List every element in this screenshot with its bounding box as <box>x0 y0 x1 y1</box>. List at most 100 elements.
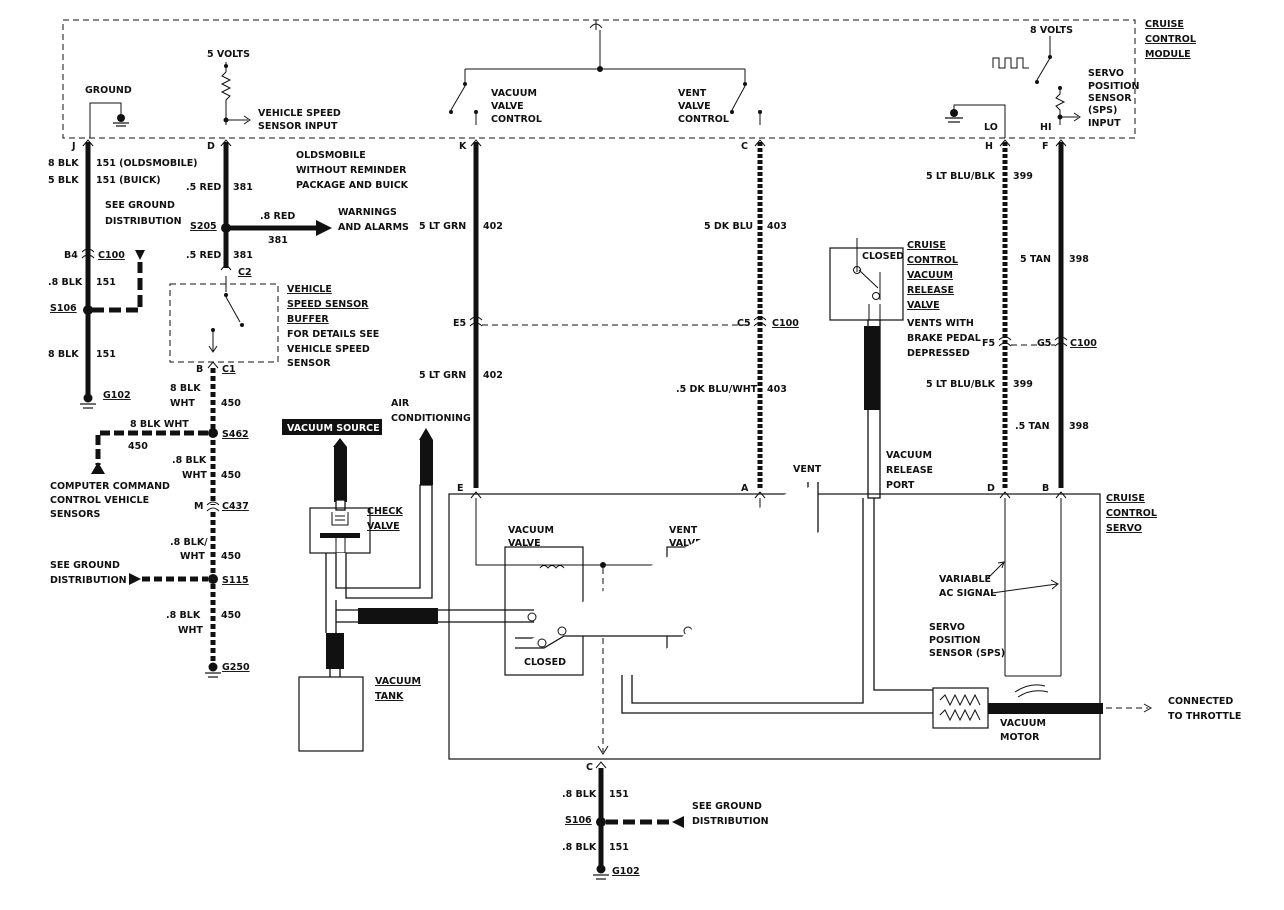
svg-text:SEE GROUND: SEE GROUND <box>105 200 175 211</box>
svg-text:C100: C100 <box>772 318 799 329</box>
svg-text:SEE GROUND: SEE GROUND <box>692 801 762 812</box>
svg-text:450: 450 <box>221 551 241 562</box>
circuit-403-dk-blu: 5 DK BLU 403 C5 C100 .5 DK BLU/WHT 403 A <box>676 139 799 494</box>
svg-text:AC SIGNAL: AC SIGNAL <box>939 588 996 599</box>
svg-text:S115: S115 <box>222 575 249 586</box>
svg-text:151 (BUICK): 151 (BUICK) <box>96 175 161 186</box>
svg-text:8 BLK: 8 BLK <box>48 349 79 360</box>
svg-text:.8 BLK: .8 BLK <box>562 842 597 853</box>
svg-text:5 LT BLU/BLK: 5 LT BLU/BLK <box>926 379 996 390</box>
svg-text:399: 399 <box>1013 171 1033 182</box>
circuit-151-servo-ground: C .8 BLK 151 S106 SEE GROUND DISTRIBUTIO… <box>562 761 769 880</box>
svg-text:DISTRIBUTION: DISTRIBUTION <box>105 216 182 227</box>
svg-text:B: B <box>196 364 203 375</box>
module-ground: GROUND <box>85 85 132 138</box>
svg-text:WITHOUT REMINDER: WITHOUT REMINDER <box>296 165 407 176</box>
svg-text:C5: C5 <box>737 318 751 329</box>
svg-text:398: 398 <box>1069 254 1089 265</box>
svg-text:E: E <box>457 483 464 494</box>
svg-text:WHT: WHT <box>180 551 205 562</box>
svg-text:.8 BLK/: .8 BLK/ <box>170 537 208 548</box>
svg-text:5 DK BLU: 5 DK BLU <box>704 221 753 232</box>
sps-input-circuit: 8 VOLTS SERVO POSITION SENSOR (SPS) INPU… <box>945 25 1140 138</box>
svg-text:VACUUM: VACUUM <box>375 676 421 687</box>
svg-text:151: 151 <box>609 842 629 853</box>
svg-text:C: C <box>741 141 748 152</box>
svg-text:VENT: VENT <box>678 88 707 99</box>
svg-text:RELEASE: RELEASE <box>886 465 933 476</box>
svg-text:450: 450 <box>128 441 148 452</box>
vacuum-valve-control-switch: VACUUM VALVE CONTROL <box>449 69 542 125</box>
cruise-control-servo: CRUISE CONTROL SERVO VACUUM VALVE CLOSED… <box>448 464 1241 760</box>
svg-text:VARIABLE: VARIABLE <box>939 574 991 585</box>
svg-text:CONTROL: CONTROL <box>1145 34 1196 45</box>
svg-text:VALVE: VALVE <box>669 538 702 549</box>
svg-text:SENSORS: SENSORS <box>50 509 101 520</box>
svg-text:DISTRIBUTION: DISTRIBUTION <box>692 816 769 827</box>
svg-text:SERVO: SERVO <box>1106 523 1142 534</box>
svg-text:MOTOR: MOTOR <box>1000 732 1040 743</box>
svg-text:PACKAGE AND BUICK: PACKAGE AND BUICK <box>296 180 409 191</box>
svg-text:CLOSED: CLOSED <box>862 251 904 262</box>
svg-text:G102: G102 <box>612 866 640 877</box>
svg-text:5 BLK: 5 BLK <box>48 175 79 186</box>
svg-text:5 LT BLU/BLK: 5 LT BLU/BLK <box>926 171 996 182</box>
svg-text:VACUUM: VACUUM <box>508 525 554 536</box>
svg-text:CONTROL: CONTROL <box>907 255 958 266</box>
svg-text:S106: S106 <box>565 815 592 826</box>
svg-text:COMPUTER COMMAND: COMPUTER COMMAND <box>50 481 170 492</box>
svg-text:DEPRESSED: DEPRESSED <box>907 348 970 359</box>
module-title: CRUISE <box>1145 19 1184 30</box>
svg-text:RELEASE: RELEASE <box>907 285 954 296</box>
svg-text:VACUUM SOURCE: VACUUM SOURCE <box>287 423 380 434</box>
svg-text:.8 BLK: .8 BLK <box>166 610 201 621</box>
svg-text:399: 399 <box>1013 379 1033 390</box>
svg-text:8 BLK: 8 BLK <box>170 383 201 394</box>
circuit-399-lt-blu-blk: 5 LT BLU/BLK 399 F5 5 LT BLU/BLK 399 D <box>926 139 1055 494</box>
svg-text:POSITION: POSITION <box>1088 81 1140 92</box>
svg-text:A: A <box>741 483 749 494</box>
svg-text:5 VOLTS: 5 VOLTS <box>207 49 250 60</box>
svg-text:C: C <box>586 762 593 773</box>
svg-text:VALVE: VALVE <box>678 101 711 112</box>
svg-text:SENSOR: SENSOR <box>1088 93 1132 104</box>
svg-text:WHT: WHT <box>178 625 203 636</box>
svg-text:F: F <box>1042 141 1049 152</box>
svg-text:8 BLK WHT: 8 BLK WHT <box>130 419 189 430</box>
circuit-381-vss: OLDSMOBILE WITHOUT REMINDER PACKAGE AND … <box>50 139 409 678</box>
svg-text:GROUND: GROUND <box>85 85 132 96</box>
svg-text:.5 DK BLU/WHT: .5 DK BLU/WHT <box>676 384 758 395</box>
svg-text:SENSOR: SENSOR <box>287 358 331 369</box>
svg-text:LO: LO <box>984 122 998 133</box>
svg-text:VEHICLE: VEHICLE <box>287 284 332 295</box>
svg-text:F5: F5 <box>982 338 995 349</box>
svg-text:SEE GROUND: SEE GROUND <box>50 560 120 571</box>
svg-text:VALVE: VALVE <box>907 300 940 311</box>
svg-text:BRAKE PEDAL: BRAKE PEDAL <box>907 333 981 344</box>
svg-text:WHT: WHT <box>170 398 195 409</box>
svg-text:M: M <box>194 501 203 512</box>
svg-text:403: 403 <box>767 384 787 395</box>
svg-text:151: 151 <box>96 349 116 360</box>
svg-text:VACUUM: VACUUM <box>907 270 953 281</box>
svg-text:WHT: WHT <box>182 470 207 481</box>
svg-text:.5 RED: .5 RED <box>186 182 221 193</box>
svg-text:5 TAN: 5 TAN <box>1020 254 1051 265</box>
svg-text:450: 450 <box>221 610 241 621</box>
svg-text:CONTROL: CONTROL <box>1106 508 1157 519</box>
circuit-398-tan: 5 TAN 398 G5 C100 .5 TAN 398 B <box>1015 139 1097 494</box>
svg-text:450: 450 <box>221 470 241 481</box>
svg-text:8 VOLTS: 8 VOLTS <box>1030 25 1073 36</box>
svg-text:TO THROTTLE: TO THROTTLE <box>1168 711 1241 722</box>
svg-text:S462: S462 <box>222 429 249 440</box>
svg-text:VACUUM: VACUUM <box>1000 718 1046 729</box>
svg-text:.8 BLK: .8 BLK <box>172 455 207 466</box>
svg-text:151: 151 <box>96 277 116 288</box>
svg-text:G250: G250 <box>222 662 250 673</box>
svg-text:CONNECTED: CONNECTED <box>1168 696 1233 707</box>
svg-text:402: 402 <box>483 221 503 232</box>
svg-text:HI: HI <box>1040 122 1052 133</box>
svg-text:J: J <box>71 141 76 152</box>
svg-text:5 LT GRN: 5 LT GRN <box>419 370 466 381</box>
